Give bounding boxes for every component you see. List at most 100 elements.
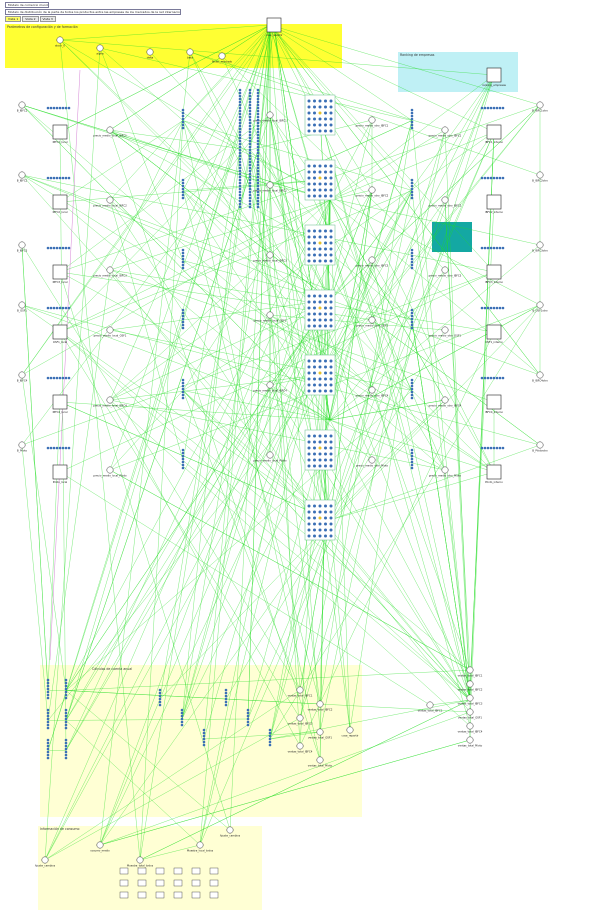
aux-right-input-0[interactable] xyxy=(536,101,544,109)
tab-vista-2[interactable]: Vista 2 xyxy=(22,16,39,22)
right-row-2-port-5 xyxy=(495,246,499,250)
tab-vista-1[interactable]: Vista 1 xyxy=(5,16,22,22)
stock-ranking-empresas[interactable] xyxy=(486,67,502,83)
aux-right-input-1-label: B_IBFC2otro xyxy=(532,179,548,183)
link-335 xyxy=(181,384,271,720)
aux-total-right-5[interactable] xyxy=(466,736,474,744)
aux-mid-0[interactable] xyxy=(266,111,274,119)
stock-cosa-repartir[interactable] xyxy=(266,17,282,33)
central-column-1-port-37 xyxy=(248,199,252,203)
aux-mid-right-2[interactable] xyxy=(368,256,376,264)
aux-right-2[interactable] xyxy=(441,266,449,274)
aux-total-right-3[interactable] xyxy=(466,708,474,716)
stock-left-0[interactable] xyxy=(52,124,68,140)
totals-left-col-4-port-1 xyxy=(46,741,50,745)
stock-left-5[interactable] xyxy=(52,464,68,480)
aux-left-input-0[interactable] xyxy=(18,101,26,109)
aux-consume-0[interactable] xyxy=(41,856,49,864)
stock-right-2[interactable] xyxy=(486,264,502,280)
aux-center-2[interactable] xyxy=(106,266,114,274)
aux-total-2[interactable] xyxy=(296,714,304,722)
aux-mid-right-1[interactable] xyxy=(368,186,376,194)
tab-vista-3[interactable]: Vista 3 xyxy=(39,16,56,22)
aux-mid-4[interactable] xyxy=(266,381,274,389)
left-row-5-port-3 xyxy=(55,446,59,450)
aux-ventas-brutas[interactable] xyxy=(426,701,434,709)
aux-config-4[interactable] xyxy=(218,52,226,60)
aux-left-input-3[interactable] xyxy=(18,301,26,309)
aux-right-4[interactable] xyxy=(441,396,449,404)
aux-left-input-2[interactable] xyxy=(18,241,26,249)
aux-total-1[interactable] xyxy=(316,700,324,708)
aux-mid-3[interactable] xyxy=(266,311,274,319)
aux-right-5[interactable] xyxy=(441,466,449,474)
aux-left-input-5[interactable] xyxy=(18,441,26,449)
aux-center-3[interactable] xyxy=(106,326,114,334)
aux-total-4[interactable] xyxy=(296,742,304,750)
aux-consume-3[interactable] xyxy=(196,841,204,849)
aux-config-3[interactable] xyxy=(186,48,194,56)
aux-right-input-2[interactable] xyxy=(536,241,544,249)
aux-center-0[interactable] xyxy=(106,126,114,134)
aux-consume-4[interactable] xyxy=(226,826,234,834)
stock-right-5[interactable] xyxy=(486,464,502,480)
aux-total-right-2[interactable] xyxy=(466,694,474,702)
central-column-0-port-21 xyxy=(238,151,242,155)
central-block-3-cell-4-2 xyxy=(318,318,322,322)
aux-mid-right-0[interactable] xyxy=(368,116,376,124)
aux-right-1[interactable] xyxy=(441,196,449,204)
aux-config-1[interactable] xyxy=(96,44,104,52)
aux-total-right-4[interactable] xyxy=(466,722,474,730)
stock-left-4[interactable] xyxy=(52,394,68,410)
stock-right-0[interactable] xyxy=(486,124,502,140)
aux-right-input-4[interactable] xyxy=(536,371,544,379)
aux-right-0[interactable] xyxy=(441,126,449,134)
link-333 xyxy=(182,254,271,391)
aux-right-input-1[interactable] xyxy=(536,171,544,179)
aux-config-2[interactable] xyxy=(146,48,154,56)
link-136 xyxy=(159,24,271,700)
aux-mid-2[interactable] xyxy=(266,251,274,259)
aux-config-0[interactable] xyxy=(56,36,64,44)
aux-total-right-0[interactable] xyxy=(466,666,474,674)
aux-left-input-1[interactable] xyxy=(18,171,26,179)
aux-mid-right-4[interactable] xyxy=(368,386,376,394)
aux-center-1[interactable] xyxy=(106,196,114,204)
stock-right-4[interactable] xyxy=(486,394,502,410)
aux-right-input-3[interactable] xyxy=(536,301,544,309)
central-block-1-cell-4-2 xyxy=(318,188,322,192)
central-column-2-port-26 xyxy=(256,166,260,170)
central-block-5-cell-5-3 xyxy=(324,464,327,468)
central-block-4-cell-1-1 xyxy=(313,365,316,369)
aux-center-5[interactable] xyxy=(106,466,114,474)
central-column-2-port-12 xyxy=(256,124,260,128)
central-block-5-cell-4-2 xyxy=(318,458,322,462)
stock-right-3[interactable] xyxy=(486,324,502,340)
link-158 xyxy=(99,47,184,121)
stock-left-1[interactable] xyxy=(52,194,68,210)
central-column-1-port-29 xyxy=(248,175,252,179)
stock-left-2[interactable] xyxy=(52,264,68,280)
aux-total-3[interactable] xyxy=(316,728,324,736)
aux-right-input-5[interactable] xyxy=(536,441,544,449)
aux-mid-1[interactable] xyxy=(266,181,274,189)
aux-mid-right-3[interactable] xyxy=(368,316,376,324)
aux-total-right-1[interactable] xyxy=(466,680,474,688)
aux-left-input-4[interactable] xyxy=(18,371,26,379)
aux-cuadro[interactable] xyxy=(346,726,354,734)
aux-right-3[interactable] xyxy=(441,326,449,334)
link-21 xyxy=(329,399,446,521)
central-block-0-cell-2-1 xyxy=(313,111,316,115)
central-column-1-port-20 xyxy=(248,148,252,152)
aux-consume-1[interactable] xyxy=(96,841,104,849)
stock-left-3[interactable] xyxy=(52,324,68,340)
aux-total-5[interactable] xyxy=(316,756,324,764)
stock-right-1[interactable] xyxy=(486,194,502,210)
aux-mid-5[interactable] xyxy=(266,451,274,459)
aux-center-4[interactable] xyxy=(106,396,114,404)
aux-mid-right-5[interactable] xyxy=(368,456,376,464)
right-row-5-port-5 xyxy=(495,446,499,450)
link-128 xyxy=(182,390,471,701)
aux-total-0[interactable] xyxy=(296,686,304,694)
aux-consume-2[interactable] xyxy=(136,856,144,864)
